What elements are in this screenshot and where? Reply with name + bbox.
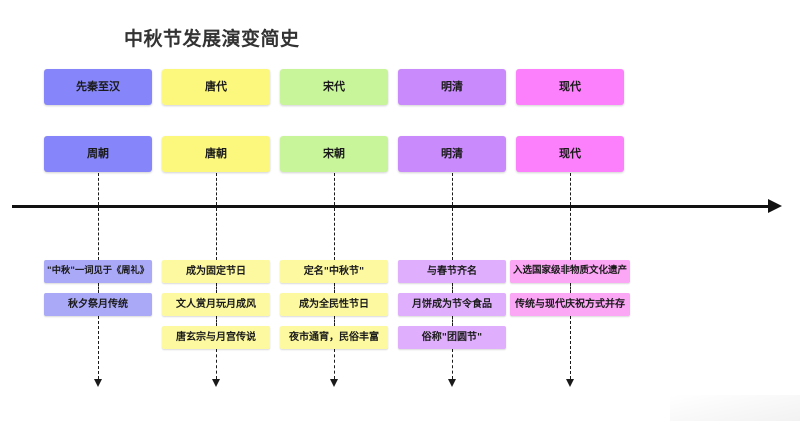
detail-box-2-3-label: 唐玄宗与月宫传说 [176,331,256,343]
connector-arrow-icon-4 [448,379,456,387]
detail-box-4-3-label: 俗称"团圆节" [421,331,483,343]
page-title: 中秋节发展演变简史 [124,28,300,50]
detail-box-3-1[interactable]: 定名"中秋节" [280,260,388,283]
timeline-arrow-icon [768,199,782,213]
detail-box-5-1[interactable]: 入选国家级非物质文化遗产 [510,260,630,283]
era-box-3[interactable]: 宋代 [280,69,388,105]
connector-up-5 [570,173,571,205]
connector-arrow-icon-5 [566,379,574,387]
connector-arrow-icon-2 [212,379,220,387]
connector-arrow-icon-1 [94,379,102,387]
detail-box-5-2[interactable]: 传统与现代庆祝方式并存 [510,293,630,316]
detail-box-5-2-label: 传统与现代庆祝方式并存 [515,298,625,310]
connector-arrow-icon-3 [330,379,338,387]
detail-box-4-2[interactable]: 月饼成为节令食品 [398,293,506,316]
era-box-2[interactable]: 唐代 [162,69,270,105]
connector-tail-4 [452,349,453,379]
detail-box-2-1-label: 成为固定节日 [186,265,246,277]
dynasty-box-3-label: 宋朝 [323,146,345,160]
dynasty-box-3[interactable]: 宋朝 [280,136,388,172]
connector-down-1b [98,283,99,293]
detail-box-4-1[interactable]: 与春节齐名 [398,260,506,283]
connector-down-2c [216,316,217,326]
connector-down-3b [334,283,335,293]
connector-down-5a [570,208,571,260]
detail-box-1-2-label: 秋夕祭月传统 [68,298,128,310]
era-box-2-label: 唐代 [205,79,227,93]
connector-down-5b [570,283,571,293]
detail-box-4-1-label: 与春节齐名 [427,265,477,277]
detail-box-5-1-label: 入选国家级非物质文化遗产 [512,265,627,277]
detail-box-3-1-label: 定名"中秋节" [303,265,365,277]
dynasty-box-1-label: 周朝 [87,146,109,160]
connector-down-2a [216,208,217,260]
connector-down-2b [216,283,217,293]
detail-box-1-1-label: "中秋"一词见于《周礼》 [46,265,150,277]
era-box-3-label: 宋代 [323,79,345,93]
page-shadow [670,395,800,421]
dynasty-box-2[interactable]: 唐朝 [162,136,270,172]
connector-tail-2 [216,349,217,379]
detail-box-3-2[interactable]: 成为全民性节日 [280,293,388,316]
connector-tail-5 [570,316,571,379]
detail-box-3-2-label: 成为全民性节日 [299,298,369,310]
dynasty-box-1[interactable]: 周朝 [44,136,152,172]
era-box-1[interactable]: 先秦至汉 [44,69,152,105]
detail-box-3-3-label: 夜市通宵，民俗丰富 [289,331,379,343]
detail-box-2-2[interactable]: 文人赏月玩月成风 [162,293,270,316]
connector-tail-1 [98,316,99,379]
dynasty-box-4[interactable]: 明清 [398,136,506,172]
era-box-4[interactable]: 明清 [398,69,506,105]
dynasty-box-5-label: 现代 [559,146,581,160]
detail-box-1-1[interactable]: "中秋"一词见于《周礼》 [44,260,152,283]
connector-up-1 [98,173,99,205]
era-box-5-label: 现代 [559,79,581,93]
detail-box-1-2[interactable]: 秋夕祭月传统 [44,293,152,316]
connector-down-4c [452,316,453,326]
dynasty-box-5[interactable]: 现代 [516,136,624,172]
timeline-axis [12,205,774,208]
era-box-4-label: 明清 [441,79,463,93]
era-box-5[interactable]: 现代 [516,69,624,105]
connector-down-3a [334,208,335,260]
detail-box-4-3[interactable]: 俗称"团圆节" [398,326,506,349]
connector-up-2 [216,173,217,205]
detail-box-2-2-label: 文人赏月玩月成风 [176,298,256,310]
connector-tail-3 [334,349,335,379]
dynasty-box-2-label: 唐朝 [205,146,227,160]
detail-box-2-1[interactable]: 成为固定节日 [162,260,270,283]
era-box-1-label: 先秦至汉 [76,79,120,93]
detail-box-4-2-label: 月饼成为节令食品 [412,298,492,310]
connector-down-4a [452,208,453,260]
dynasty-box-4-label: 明清 [441,146,463,160]
connector-up-3 [334,173,335,205]
detail-box-2-3[interactable]: 唐玄宗与月宫传说 [162,326,270,349]
connector-down-4b [452,283,453,293]
connector-down-3c [334,316,335,326]
connector-down-1a [98,208,99,260]
detail-box-3-3[interactable]: 夜市通宵，民俗丰富 [280,326,388,349]
connector-up-4 [452,173,453,205]
